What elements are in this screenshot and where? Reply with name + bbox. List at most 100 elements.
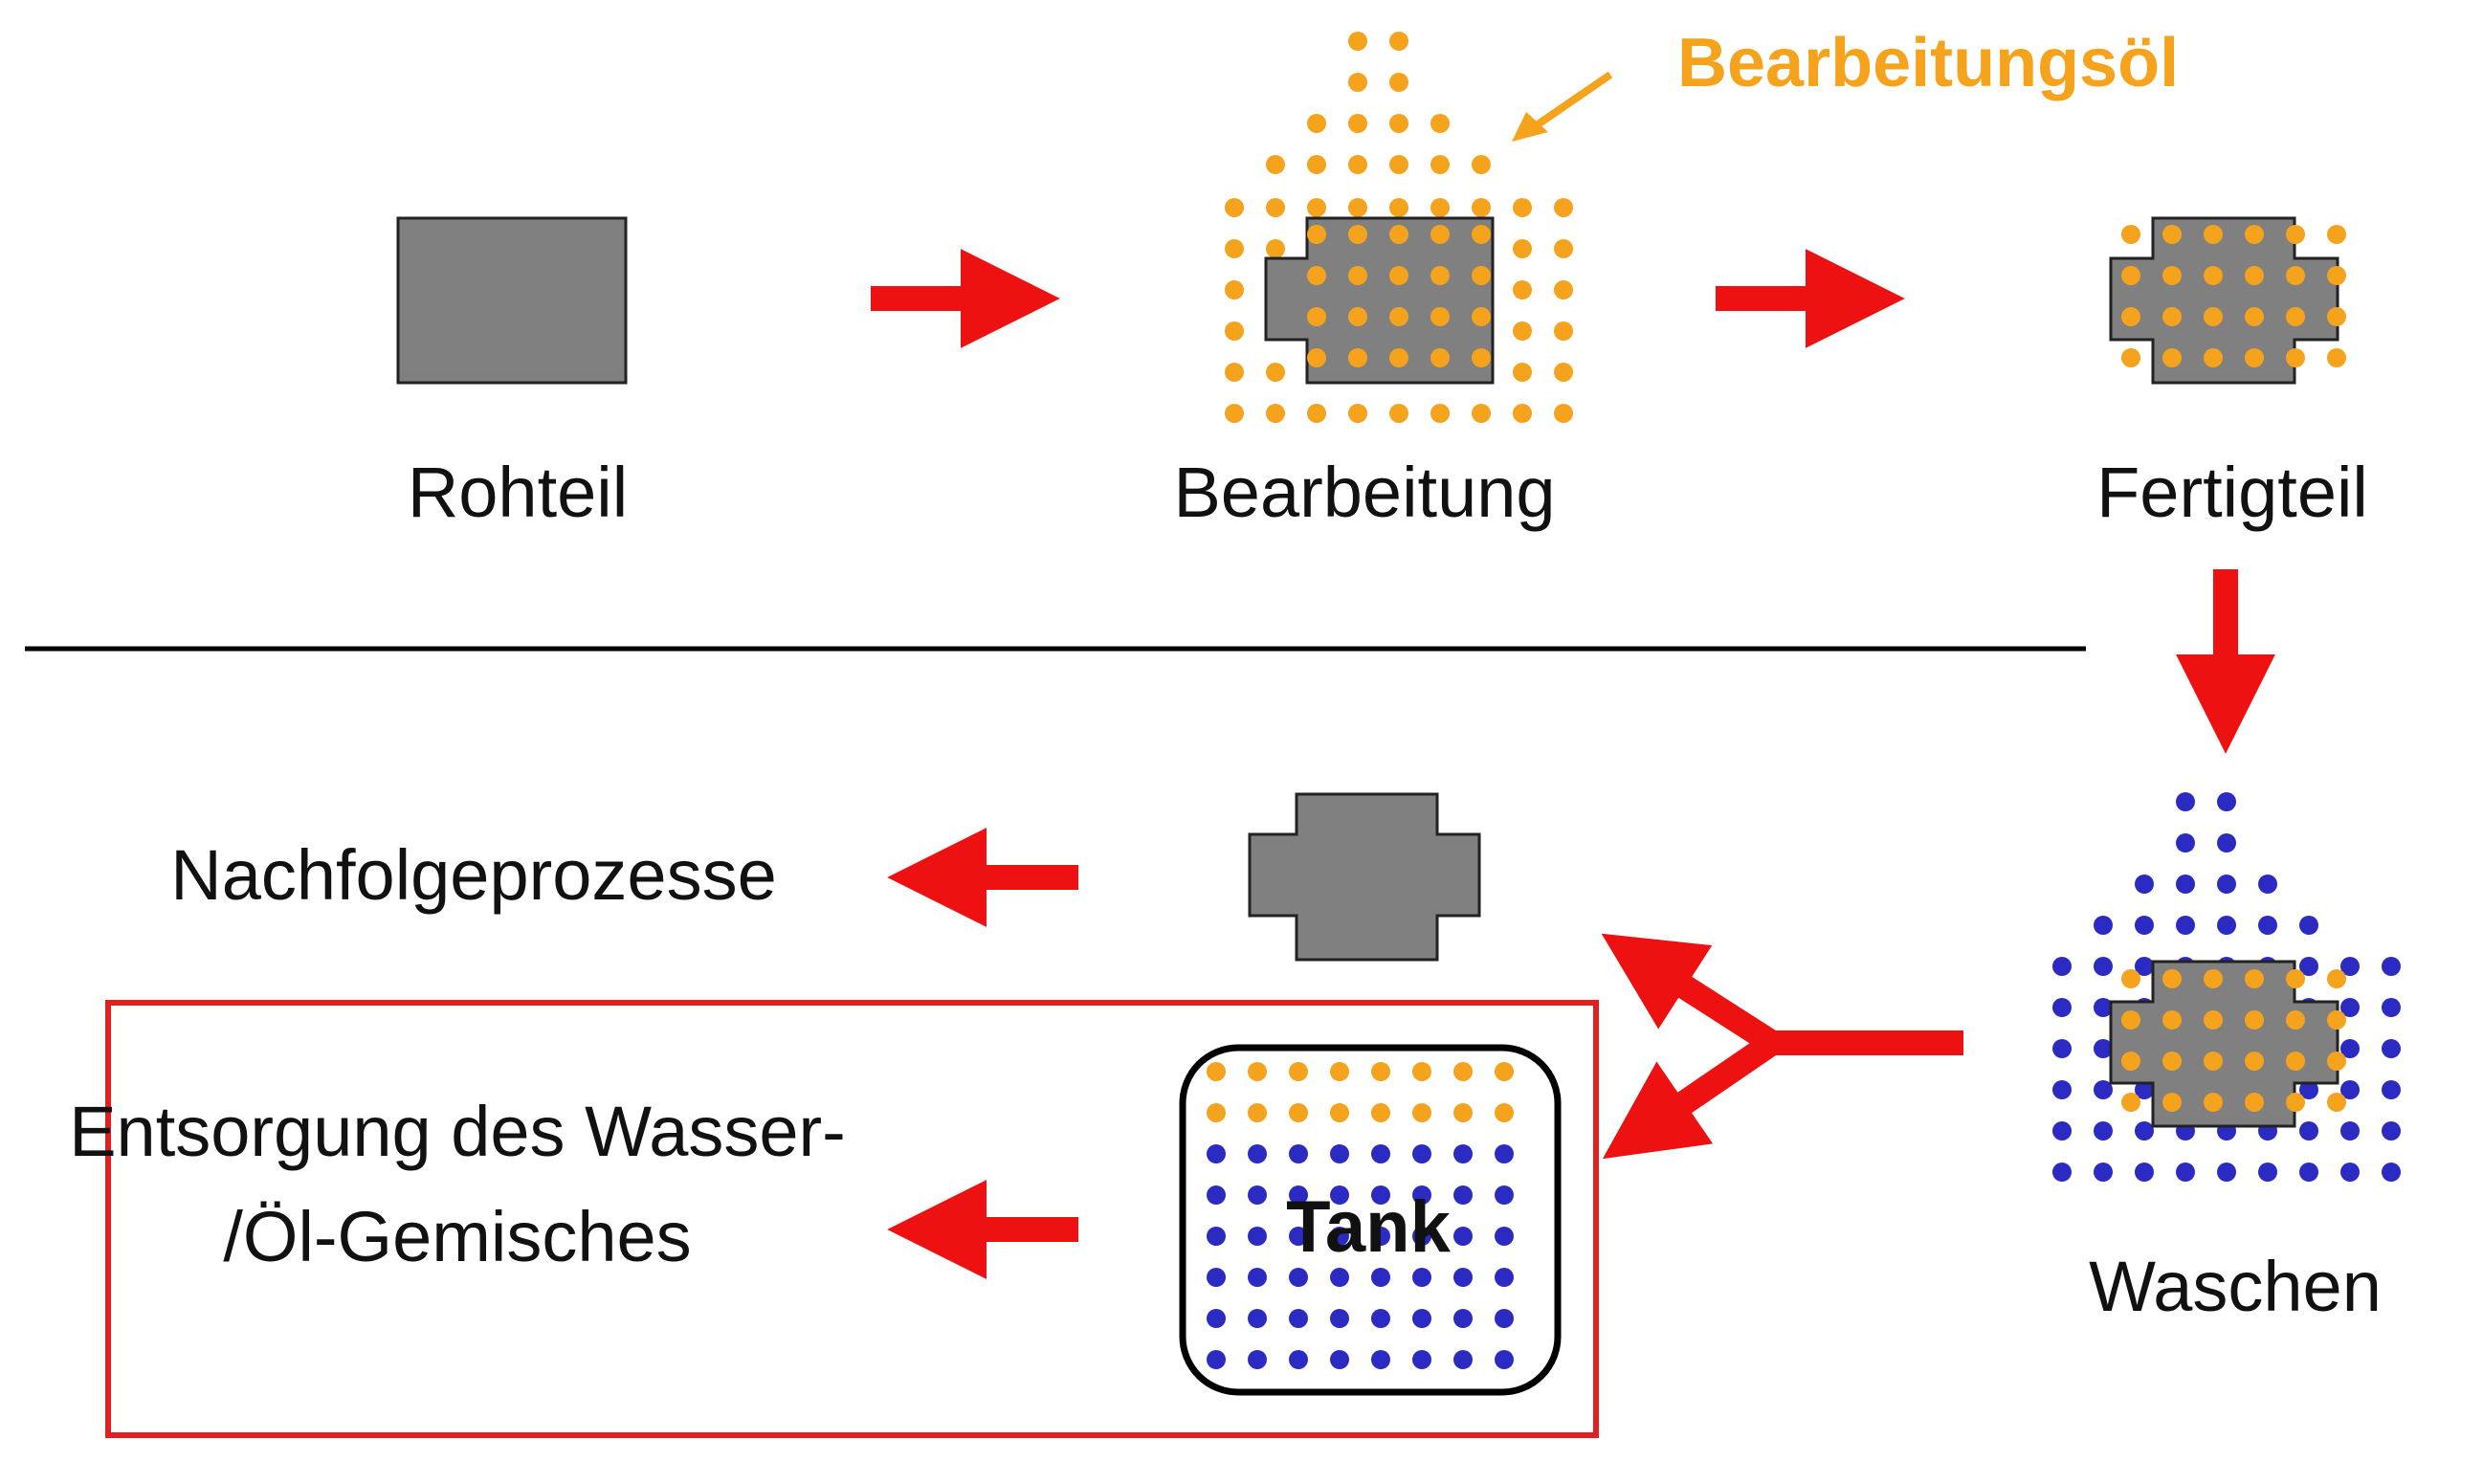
water-drop — [2382, 1039, 2401, 1058]
water-drop — [1289, 1185, 1308, 1205]
oil-drop — [1207, 1062, 1226, 1081]
oil-drop — [1207, 1103, 1226, 1122]
oil-drop — [1348, 73, 1367, 92]
oil-drop — [2245, 1052, 2264, 1071]
oil-drop — [1430, 225, 1450, 244]
water-drop — [2052, 1163, 2072, 1182]
water-drop — [1330, 1268, 1349, 1287]
water-drop — [1495, 1227, 1514, 1246]
oil-drop — [2286, 1093, 2305, 1112]
oil-drop — [1389, 348, 1408, 367]
water-drop — [2176, 1163, 2195, 1182]
oil-drop — [1348, 307, 1367, 326]
water-drop — [1289, 1227, 1308, 1246]
oil-drop — [1430, 404, 1450, 423]
oil-drop — [1389, 225, 1408, 244]
water-drop — [2340, 1039, 2360, 1058]
oil-drop — [2204, 1093, 2223, 1112]
water-drop — [2135, 957, 2154, 976]
oil-drop — [1348, 348, 1367, 367]
oil-drop — [2162, 1052, 2182, 1071]
oil-drop — [1225, 198, 1244, 217]
water-drop — [2135, 916, 2154, 935]
oil-drop — [1472, 225, 1491, 244]
water-drop — [2340, 998, 2360, 1017]
oil-drop — [1371, 1103, 1390, 1122]
oil-drop — [1266, 239, 1285, 258]
water-drop — [1453, 1227, 1473, 1246]
oil-drop — [2245, 266, 2264, 285]
oil-drop — [2121, 266, 2140, 285]
oil-drop — [2162, 307, 2182, 326]
water-drop — [2094, 916, 2113, 935]
machining-label: Bearbeitung — [1173, 453, 1555, 532]
water-drop — [2094, 1121, 2113, 1141]
oil-drop — [1472, 307, 1491, 326]
oil-drop — [1248, 1062, 1267, 1081]
oil-drop — [1307, 348, 1326, 367]
disposal-label-line2: /Öl-Gemisches — [223, 1197, 691, 1276]
oil-drop — [2286, 969, 2305, 988]
oil-drop — [2121, 969, 2140, 988]
water-drop — [1248, 1144, 1267, 1163]
oil-drop — [1430, 307, 1450, 326]
oil-drop — [2121, 348, 2140, 367]
water-drop — [1289, 1144, 1308, 1163]
water-drop — [2094, 998, 2113, 1017]
water-drop — [1412, 1268, 1431, 1287]
water-drop — [2135, 1163, 2154, 1182]
oil-drop — [2327, 1052, 2346, 1071]
oil-drop — [1330, 1062, 1349, 1081]
oil-drop — [2204, 1052, 2223, 1071]
water-drop — [1330, 1144, 1349, 1163]
washing-part-oil — [2121, 969, 2346, 1112]
water-drop — [1453, 1185, 1473, 1205]
oil-drop — [2327, 1093, 2346, 1112]
water-drop — [1371, 1268, 1390, 1287]
water-drop — [1412, 1144, 1431, 1163]
water-drop — [1207, 1144, 1226, 1163]
oil-drop — [1389, 198, 1408, 217]
oil-drop — [1472, 404, 1491, 423]
oil-callout-arrow — [1528, 71, 1613, 133]
washing-part-block — [2109, 960, 2339, 1128]
oil-drop — [1513, 280, 1532, 299]
washing-label: Waschen — [2089, 1247, 2382, 1326]
water-drop — [2299, 1163, 2318, 1182]
water-drop — [1412, 1309, 1431, 1328]
oil-drop — [2121, 225, 2140, 244]
oil-drop — [1554, 321, 1573, 341]
oil-drop — [1266, 363, 1285, 382]
oil-drop — [1330, 1103, 1349, 1122]
water-drop — [2094, 1163, 2113, 1182]
oil-drop — [1248, 1103, 1267, 1122]
water-drop — [1453, 1268, 1473, 1287]
oil-drop — [1389, 32, 1408, 51]
oil-drop — [1307, 225, 1326, 244]
oil-drop — [1266, 155, 1285, 174]
oil-drop — [2162, 1010, 2182, 1030]
oil-drop — [1225, 280, 1244, 299]
oil-drop — [1513, 321, 1532, 341]
water-drop — [2176, 792, 2195, 811]
oil-drop — [1348, 198, 1367, 217]
oil-drop — [2204, 307, 2223, 326]
oil-drop — [1513, 198, 1532, 217]
oil-drop — [2327, 307, 2346, 326]
clean-part-block — [1248, 792, 1481, 962]
water-drop — [2135, 875, 2154, 894]
oil-drop — [2162, 969, 2182, 988]
water-drop — [2217, 792, 2236, 811]
water-drop — [1371, 1185, 1390, 1205]
oil-drop — [1430, 266, 1450, 285]
oil-drop — [1225, 404, 1244, 423]
water-drop — [2217, 916, 2236, 935]
water-drop — [2052, 1080, 2072, 1099]
water-drop — [2299, 1121, 2318, 1141]
oil-drop — [1554, 404, 1573, 423]
oil-drop — [2121, 1052, 2140, 1071]
oil-drop — [1389, 114, 1408, 133]
oil-drop — [1307, 198, 1326, 217]
oil-drop — [2327, 969, 2346, 988]
water-drop — [2217, 833, 2236, 853]
